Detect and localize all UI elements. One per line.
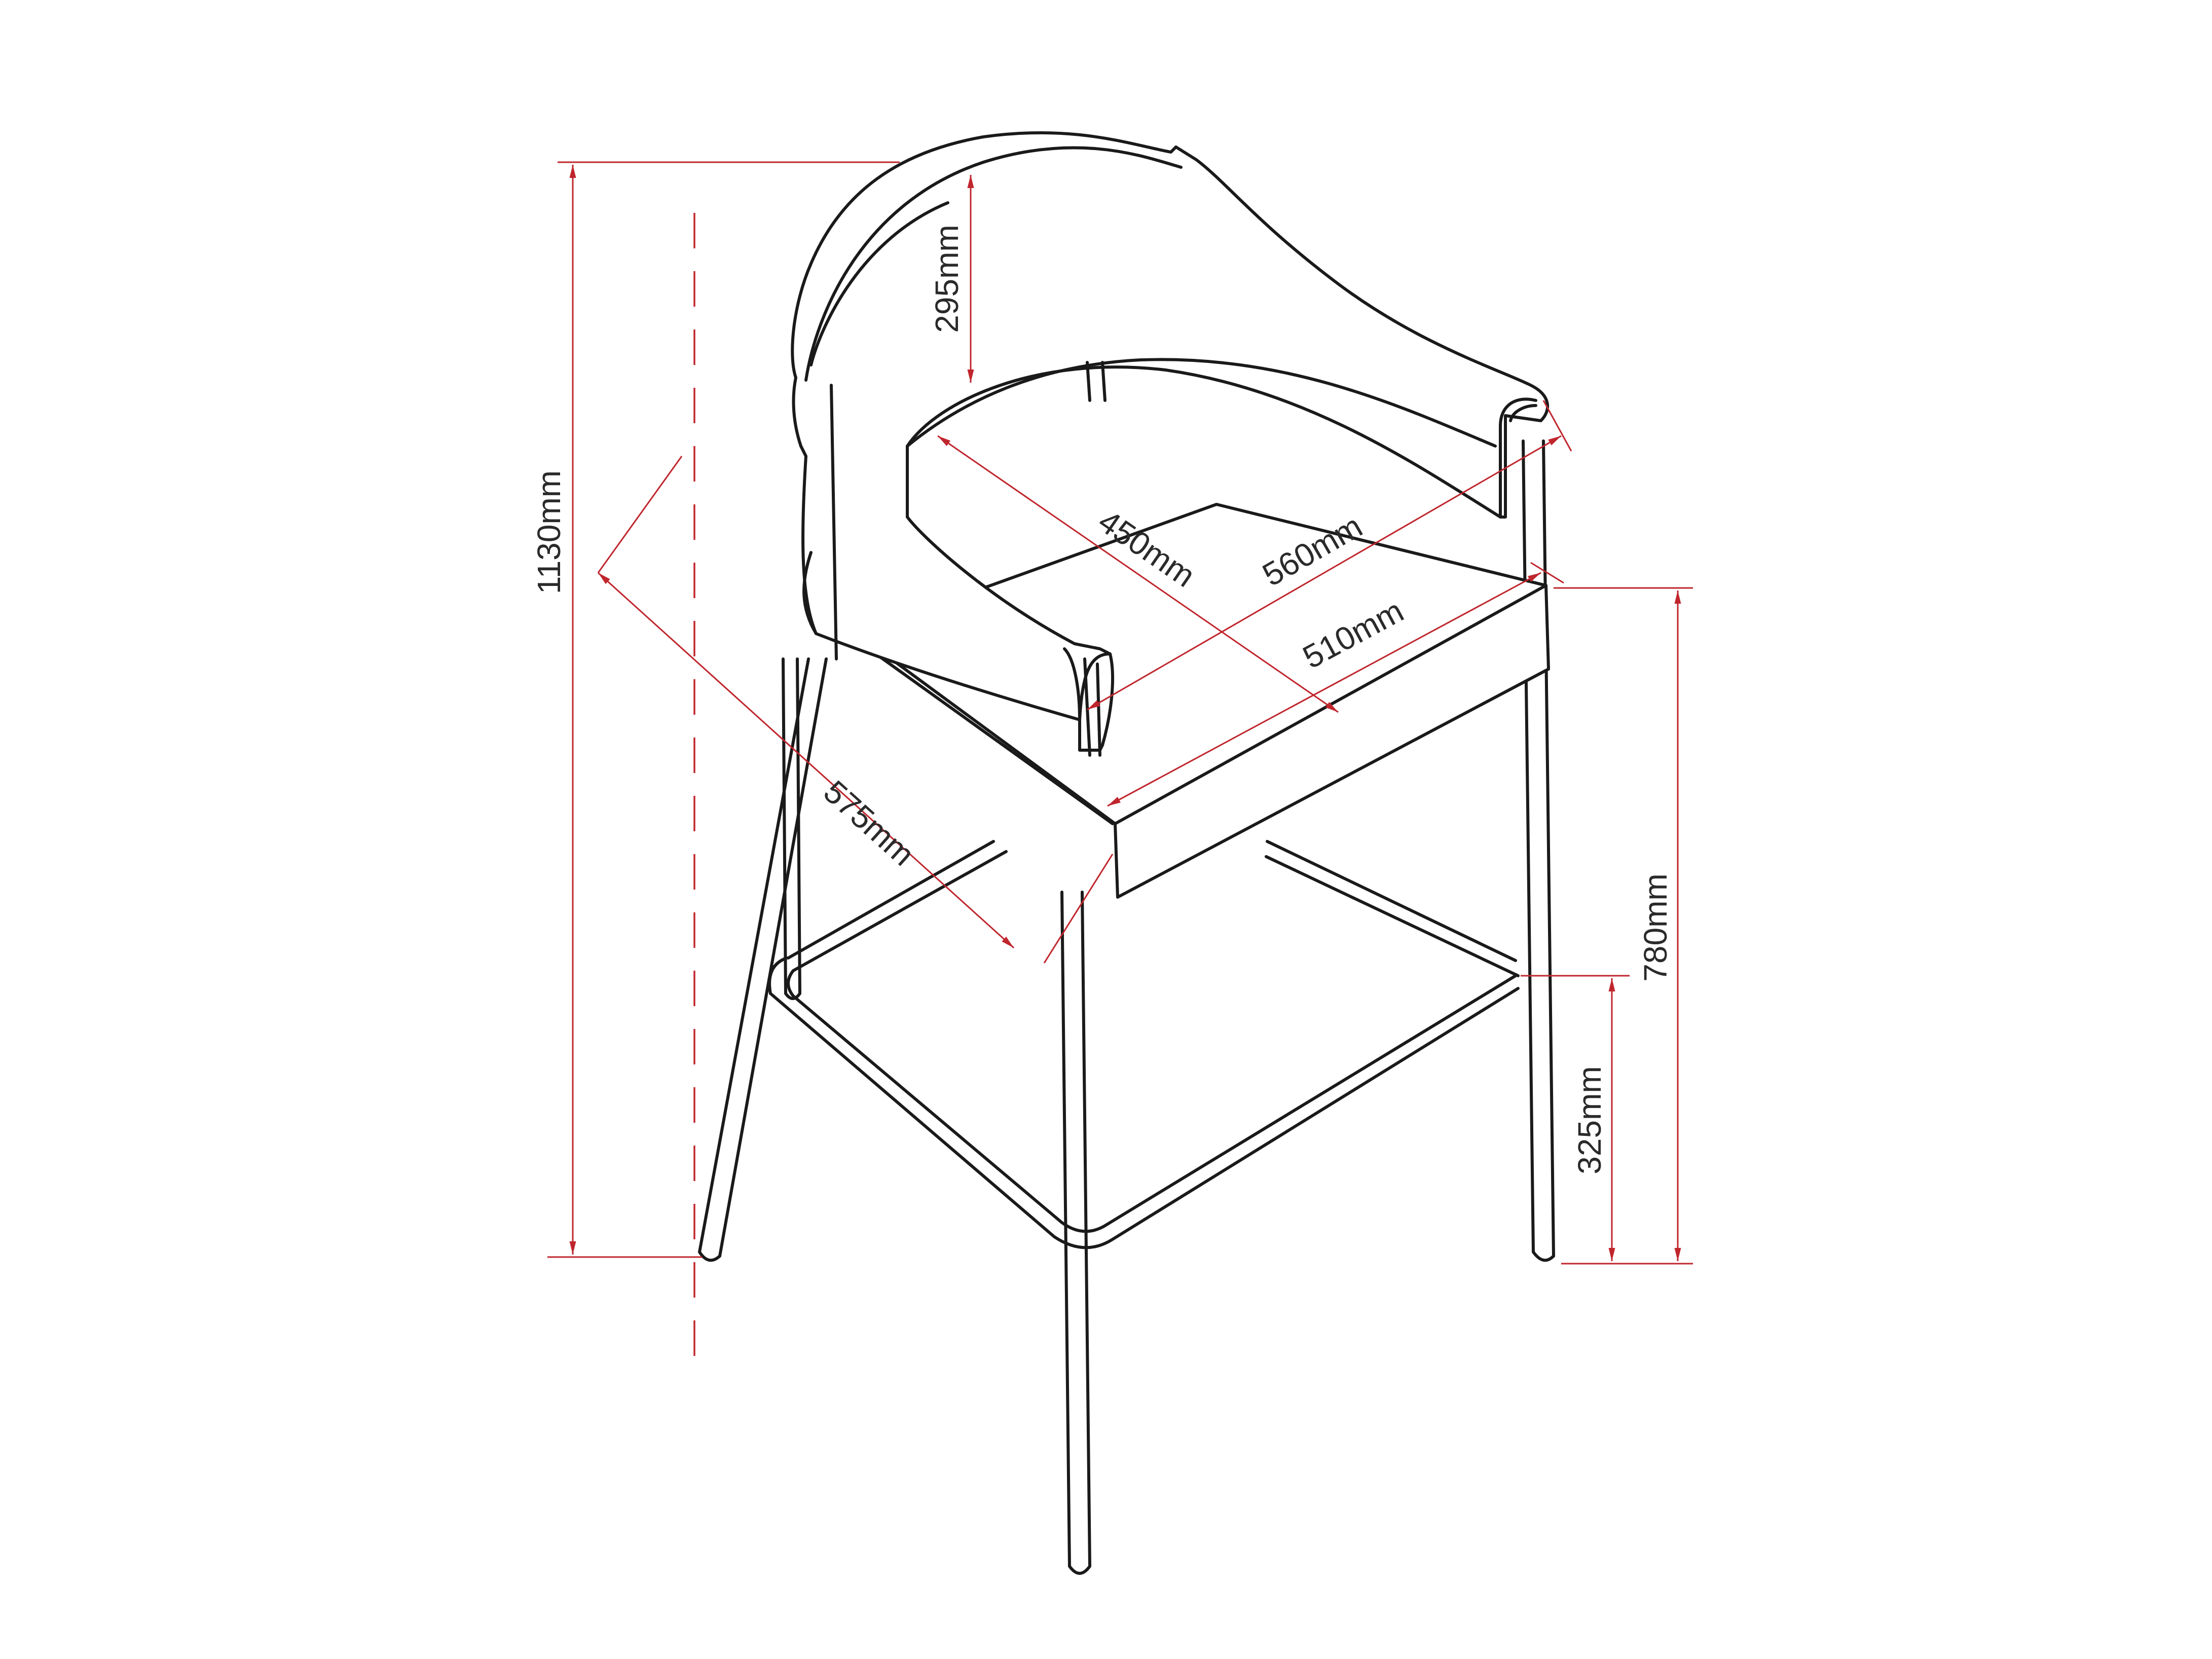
dimension-overall-height — [547, 161, 900, 1258]
label-seat-height: 780mm — [1637, 873, 1674, 981]
front-left-leg — [698, 657, 828, 1262]
front-right-leg — [1060, 891, 1091, 1575]
rear-right-leg — [1522, 439, 1555, 1262]
label-backrest-height: 295mm — [929, 225, 965, 333]
footrest-frame — [768, 840, 1520, 1249]
dimension-seat-height — [1554, 587, 1693, 1265]
label-footrest-height: 325mm — [1571, 1066, 1608, 1174]
dimension-footrest-height — [1521, 975, 1630, 1261]
chair-outline — [698, 131, 1555, 1575]
seat-cushion — [855, 503, 1550, 899]
dimension-lines — [547, 161, 1693, 1363]
label-overall-height: 1130mm — [531, 470, 567, 594]
dimension-overall-depth — [597, 456, 1114, 964]
label-overall-depth: 575mm — [817, 773, 921, 872]
dimension-seat-width — [1107, 562, 1564, 807]
